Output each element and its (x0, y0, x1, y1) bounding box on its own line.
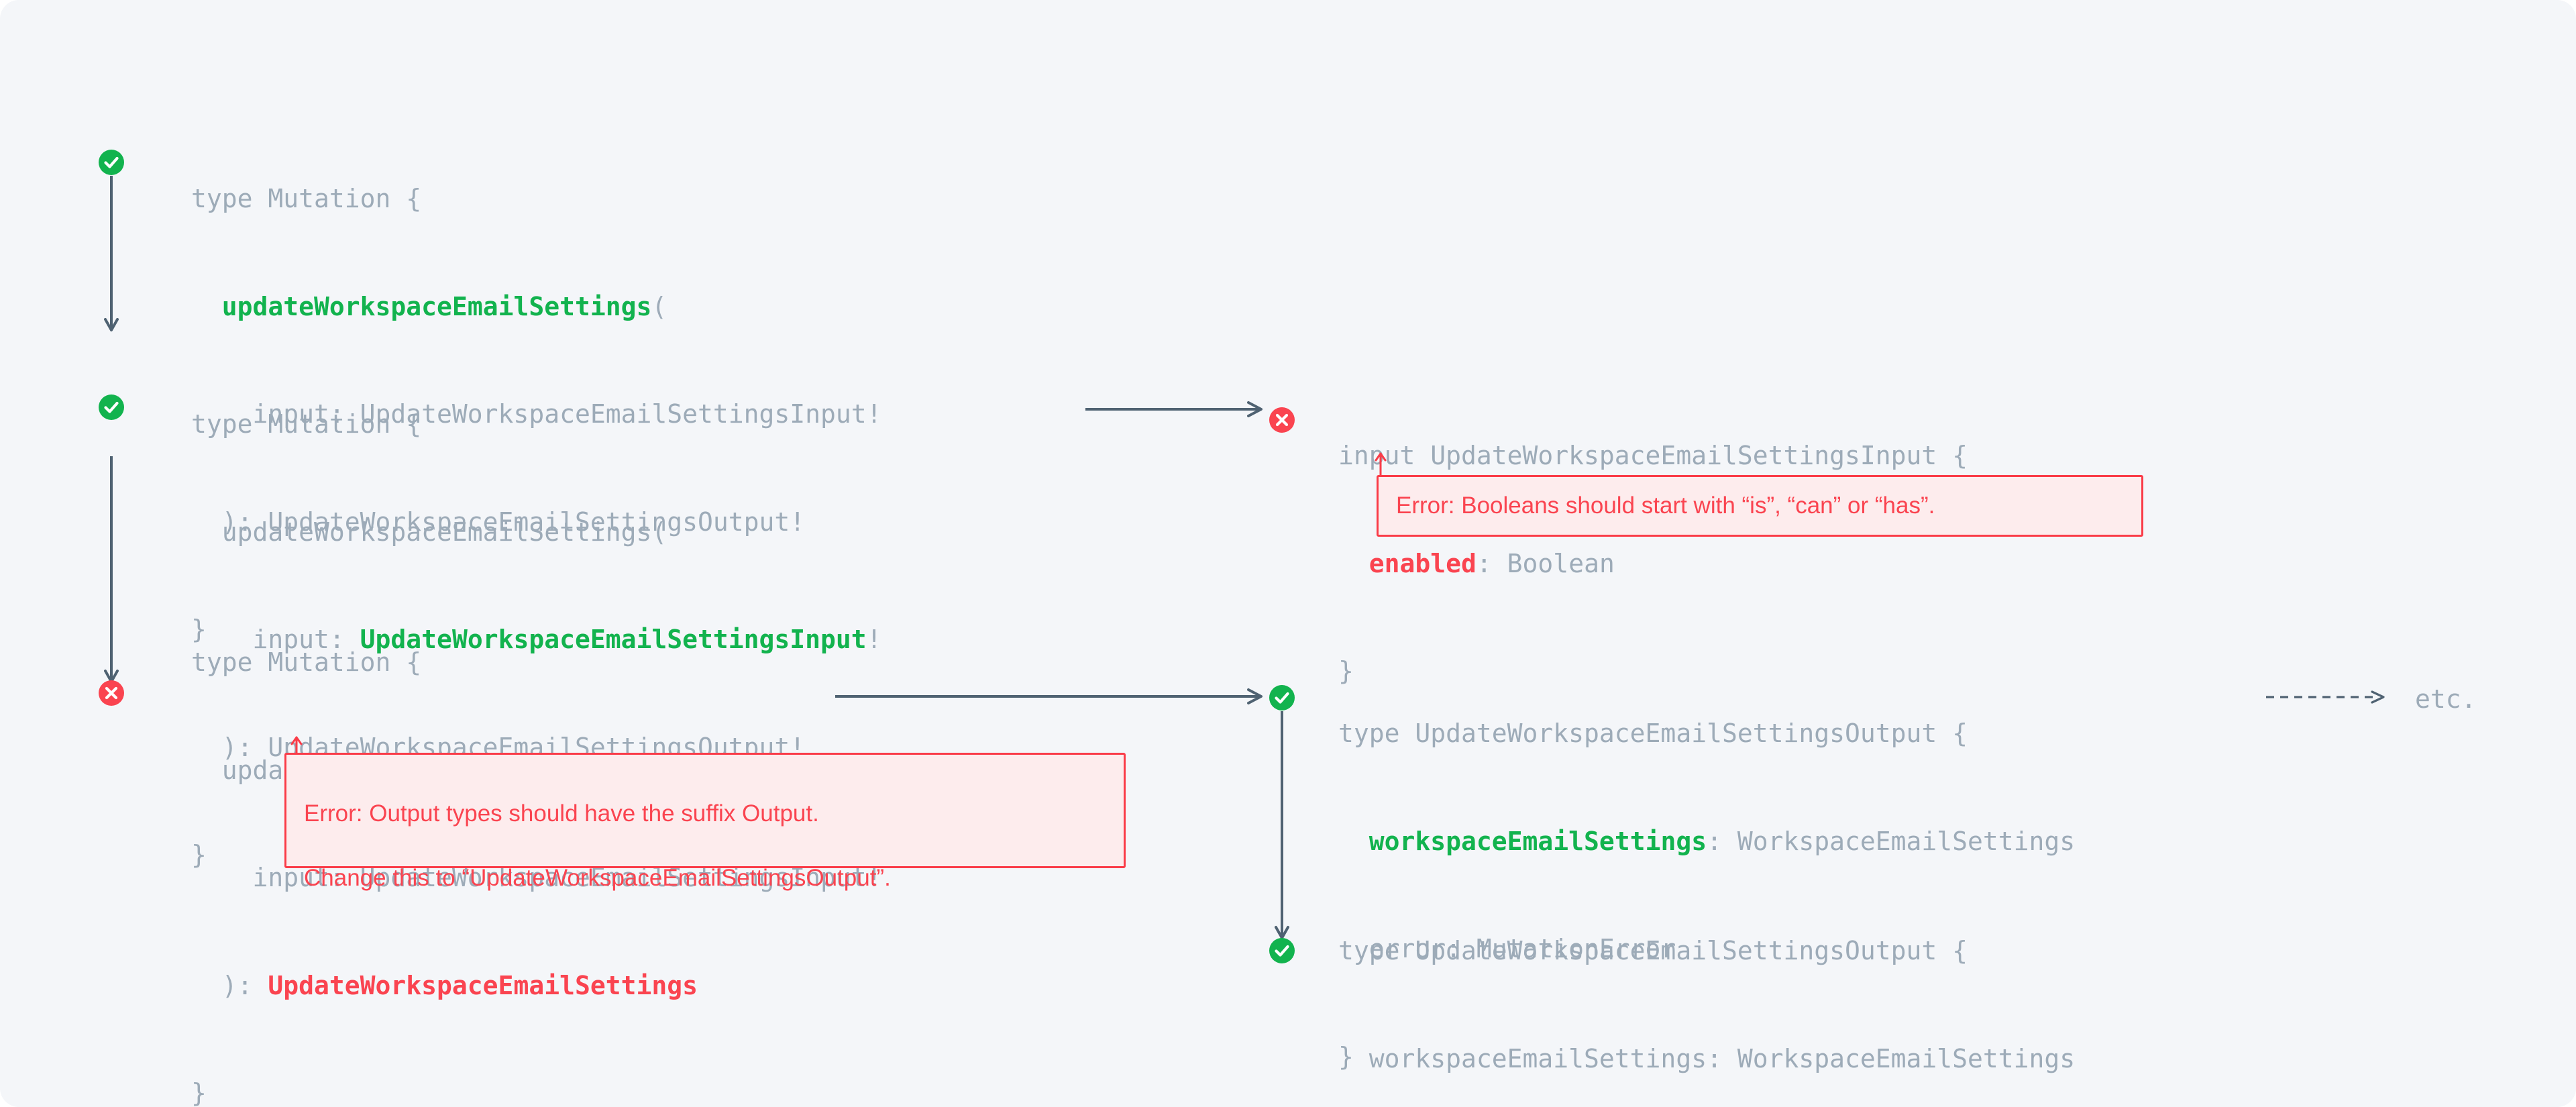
code-block-input-type: input UpdateWorkspaceEmailSettingsInput … (1338, 366, 1968, 761)
status-icon-ok-mutation-1 (99, 150, 124, 175)
code-line-highlighted: input: UpdateWorkspaceEmailSettingsInput… (191, 625, 882, 654)
code-line: updateWorkspaceEmailSettings( (191, 517, 667, 547)
code-line-highlighted: workspaceEmailSettings: WorkspaceEmailSe… (1368, 826, 2076, 856)
code-line: type Mutation { (191, 647, 422, 677)
code-line: type UpdateWorkspaceEmailSettingsOutput … (1338, 936, 1968, 965)
status-icon-ok-mutation-2 (99, 394, 124, 420)
code-line: input: UpdateWorkspaceEmailSettingsInput… (191, 399, 882, 429)
code-line: } (191, 840, 207, 869)
connector-dashed-to-etc (2266, 690, 2394, 704)
code-line: workspaceEmailSettings: WorkspaceEmailSe… (1338, 1043, 2076, 1073)
etc-label: etc. (2415, 684, 2477, 714)
token-highlight: UpdateWorkspaceEmailSettingsInput (360, 625, 867, 654)
status-icon-ok-output-type-2 (1269, 938, 1295, 963)
code-line: type Mutation { (191, 409, 422, 439)
error-text-line-2: Change this to “UpdateWorkspaceEmailSett… (304, 865, 891, 891)
error-text: Error: Booleans should start with “is”, … (1396, 492, 1935, 519)
gutter-connector-2 (104, 456, 119, 688)
code-line: error: MutationError (1338, 934, 1676, 963)
error-box-boolean-naming: Error: Booleans should start with “is”, … (1377, 475, 2143, 537)
token-highlight: updateWorkspaceEmailSettings (221, 291, 652, 321)
code-line: type Mutation { (191, 184, 422, 213)
token-highlight: UpdateWorkspaceEmailSettings (268, 970, 698, 1000)
gutter-connector-1 (104, 176, 119, 337)
code-line: type UpdateWorkspaceEmailSettingsOutput … (1338, 719, 1968, 748)
code-line-highlighted: ): UpdateWorkspaceEmailSettings (191, 970, 698, 1000)
status-icon-error-input-type (1269, 407, 1295, 433)
connector-mutation3-to-output-type (835, 688, 1268, 704)
status-icon-error-mutation-3 (99, 680, 124, 706)
code-line: } (1338, 656, 1354, 686)
code-line: } (1338, 1041, 1354, 1071)
error-box-output-suffix: Error: Output types should have the suff… (284, 753, 1126, 891)
status-icon-ok-output-type-1 (1269, 685, 1295, 710)
gutter-connector-3 (1275, 711, 1289, 945)
code-block-output-type-1: type UpdateWorkspaceEmailSettingsOutput … (1338, 644, 2075, 1107)
token-highlight: enabled (1368, 548, 1477, 578)
code-line-highlighted: updateWorkspaceEmailSettings( (221, 291, 667, 321)
code-line-highlighted: enabled: Boolean (1368, 548, 1615, 578)
code-line: input UpdateWorkspaceEmailSettingsInput … (1338, 441, 1968, 470)
code-block-mutation-1: type Mutation { updateWorkspaceEmailSett… (191, 109, 882, 720)
code-line: } (191, 1078, 207, 1107)
code-block-output-type-2: type UpdateWorkspaceEmailSettingsOutput … (1338, 861, 2075, 1107)
code-line: } (191, 615, 207, 644)
error-text-line-1: Error: Output types should have the suff… (304, 800, 819, 827)
code-line: ): UpdateWorkspaceEmailSettingsOutput! (191, 507, 806, 537)
token-highlight: workspaceEmailSettings (1368, 826, 1707, 856)
connector-mutation2-to-input-type (1085, 401, 1268, 417)
